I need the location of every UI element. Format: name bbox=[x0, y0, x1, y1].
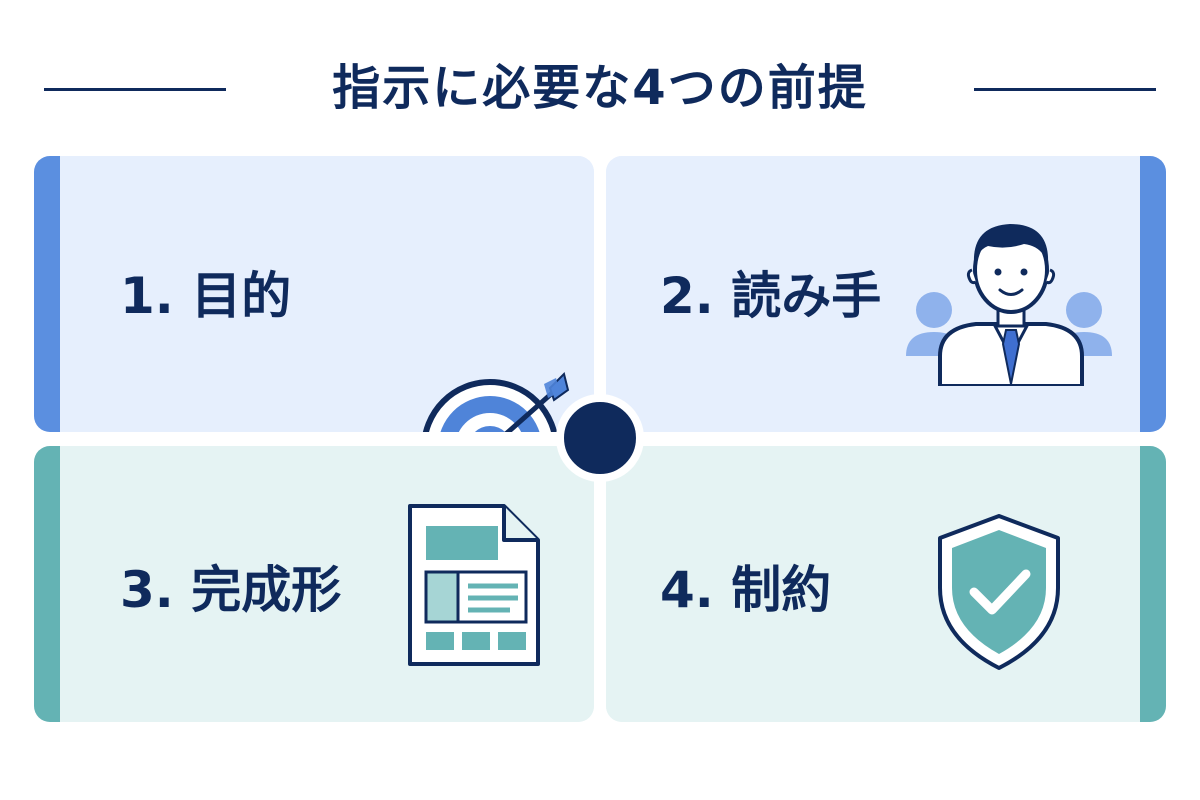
center-dot bbox=[556, 394, 644, 482]
title-row: 指示に必要な4つの前提 bbox=[0, 48, 1200, 128]
card-label-purpose: 1. 目的 bbox=[120, 267, 292, 325]
target-icon bbox=[422, 372, 570, 432]
card-final-form: 3. 完成形 bbox=[34, 446, 594, 722]
page-title: 指示に必要な4つの前提 bbox=[332, 60, 868, 116]
card-accent-bar bbox=[34, 156, 60, 432]
card-purpose: 1. 目的 bbox=[34, 156, 594, 432]
card-accent-bar bbox=[1140, 156, 1166, 432]
card-reader: 2. 読み手 bbox=[606, 156, 1166, 432]
title-divider-right bbox=[974, 88, 1156, 91]
shield-check-icon bbox=[938, 514, 1060, 670]
card-label-reader: 2. 読み手 bbox=[660, 267, 882, 325]
card-label-constraints: 4. 制約 bbox=[660, 561, 832, 619]
card-label-final-form: 3. 完成形 bbox=[120, 561, 342, 619]
card-accent-bar bbox=[34, 446, 60, 722]
reader-person-icon bbox=[906, 224, 1112, 386]
title-divider-left bbox=[44, 88, 226, 91]
document-layout-icon bbox=[408, 504, 540, 666]
card-accent-bar bbox=[1140, 446, 1166, 722]
card-constraints: 4. 制約 bbox=[606, 446, 1166, 722]
